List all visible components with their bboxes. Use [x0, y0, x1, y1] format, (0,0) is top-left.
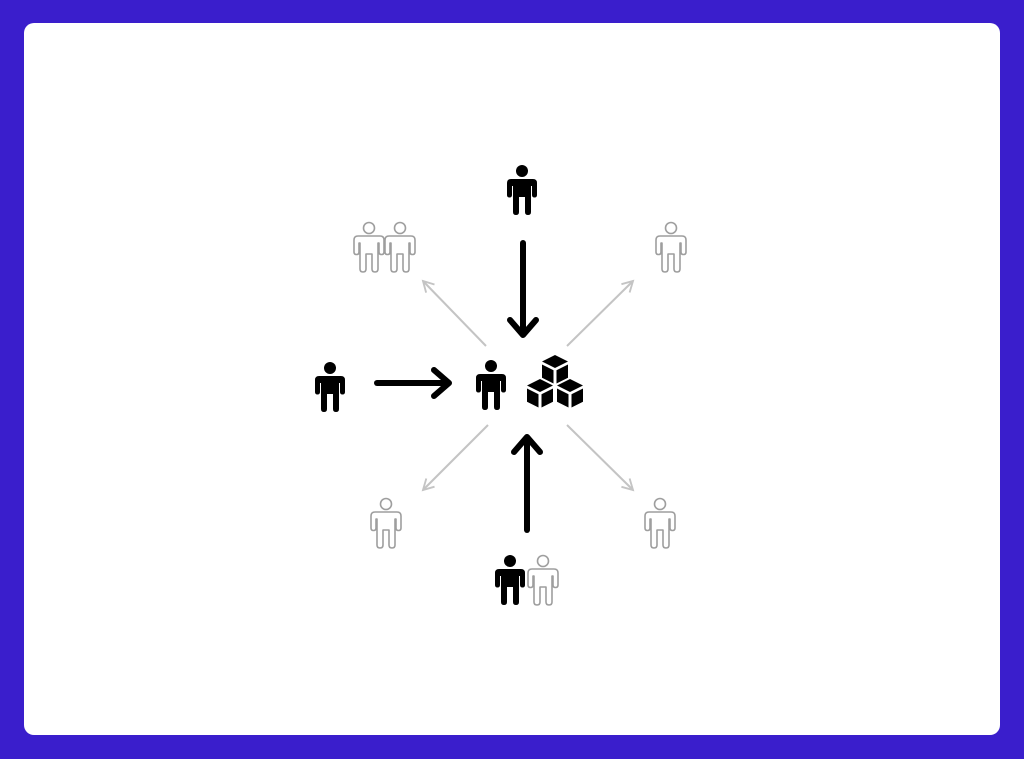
top-contributor-person-icon [507, 165, 537, 215]
left-contributor-person-icon [315, 362, 345, 412]
bottom-companion-person-icon [527, 554, 559, 606]
outgoing-arrow-bottom-right [566, 424, 635, 492]
incoming-arrow-bottom [511, 434, 543, 533]
center-person-icon [476, 360, 506, 410]
top-right-consumer-person-icon [655, 221, 687, 273]
outgoing-arrow-top-right [566, 279, 635, 347]
top-left-consumers-group [353, 221, 416, 273]
outgoing-arrow-top-left [421, 279, 487, 347]
bottom-right-consumer-person-icon [644, 497, 676, 549]
incoming-arrow-left [374, 367, 452, 399]
diagram-card [24, 23, 1000, 735]
bottom-contributor-person-icon [495, 555, 525, 605]
person-outline-icon [353, 221, 385, 273]
person-outline-icon [384, 221, 416, 273]
stacked-boxes-icon [527, 355, 583, 408]
incoming-arrow-top [507, 240, 539, 338]
outgoing-arrow-bottom-left [421, 424, 489, 492]
bottom-left-consumer-person-icon [370, 497, 402, 549]
